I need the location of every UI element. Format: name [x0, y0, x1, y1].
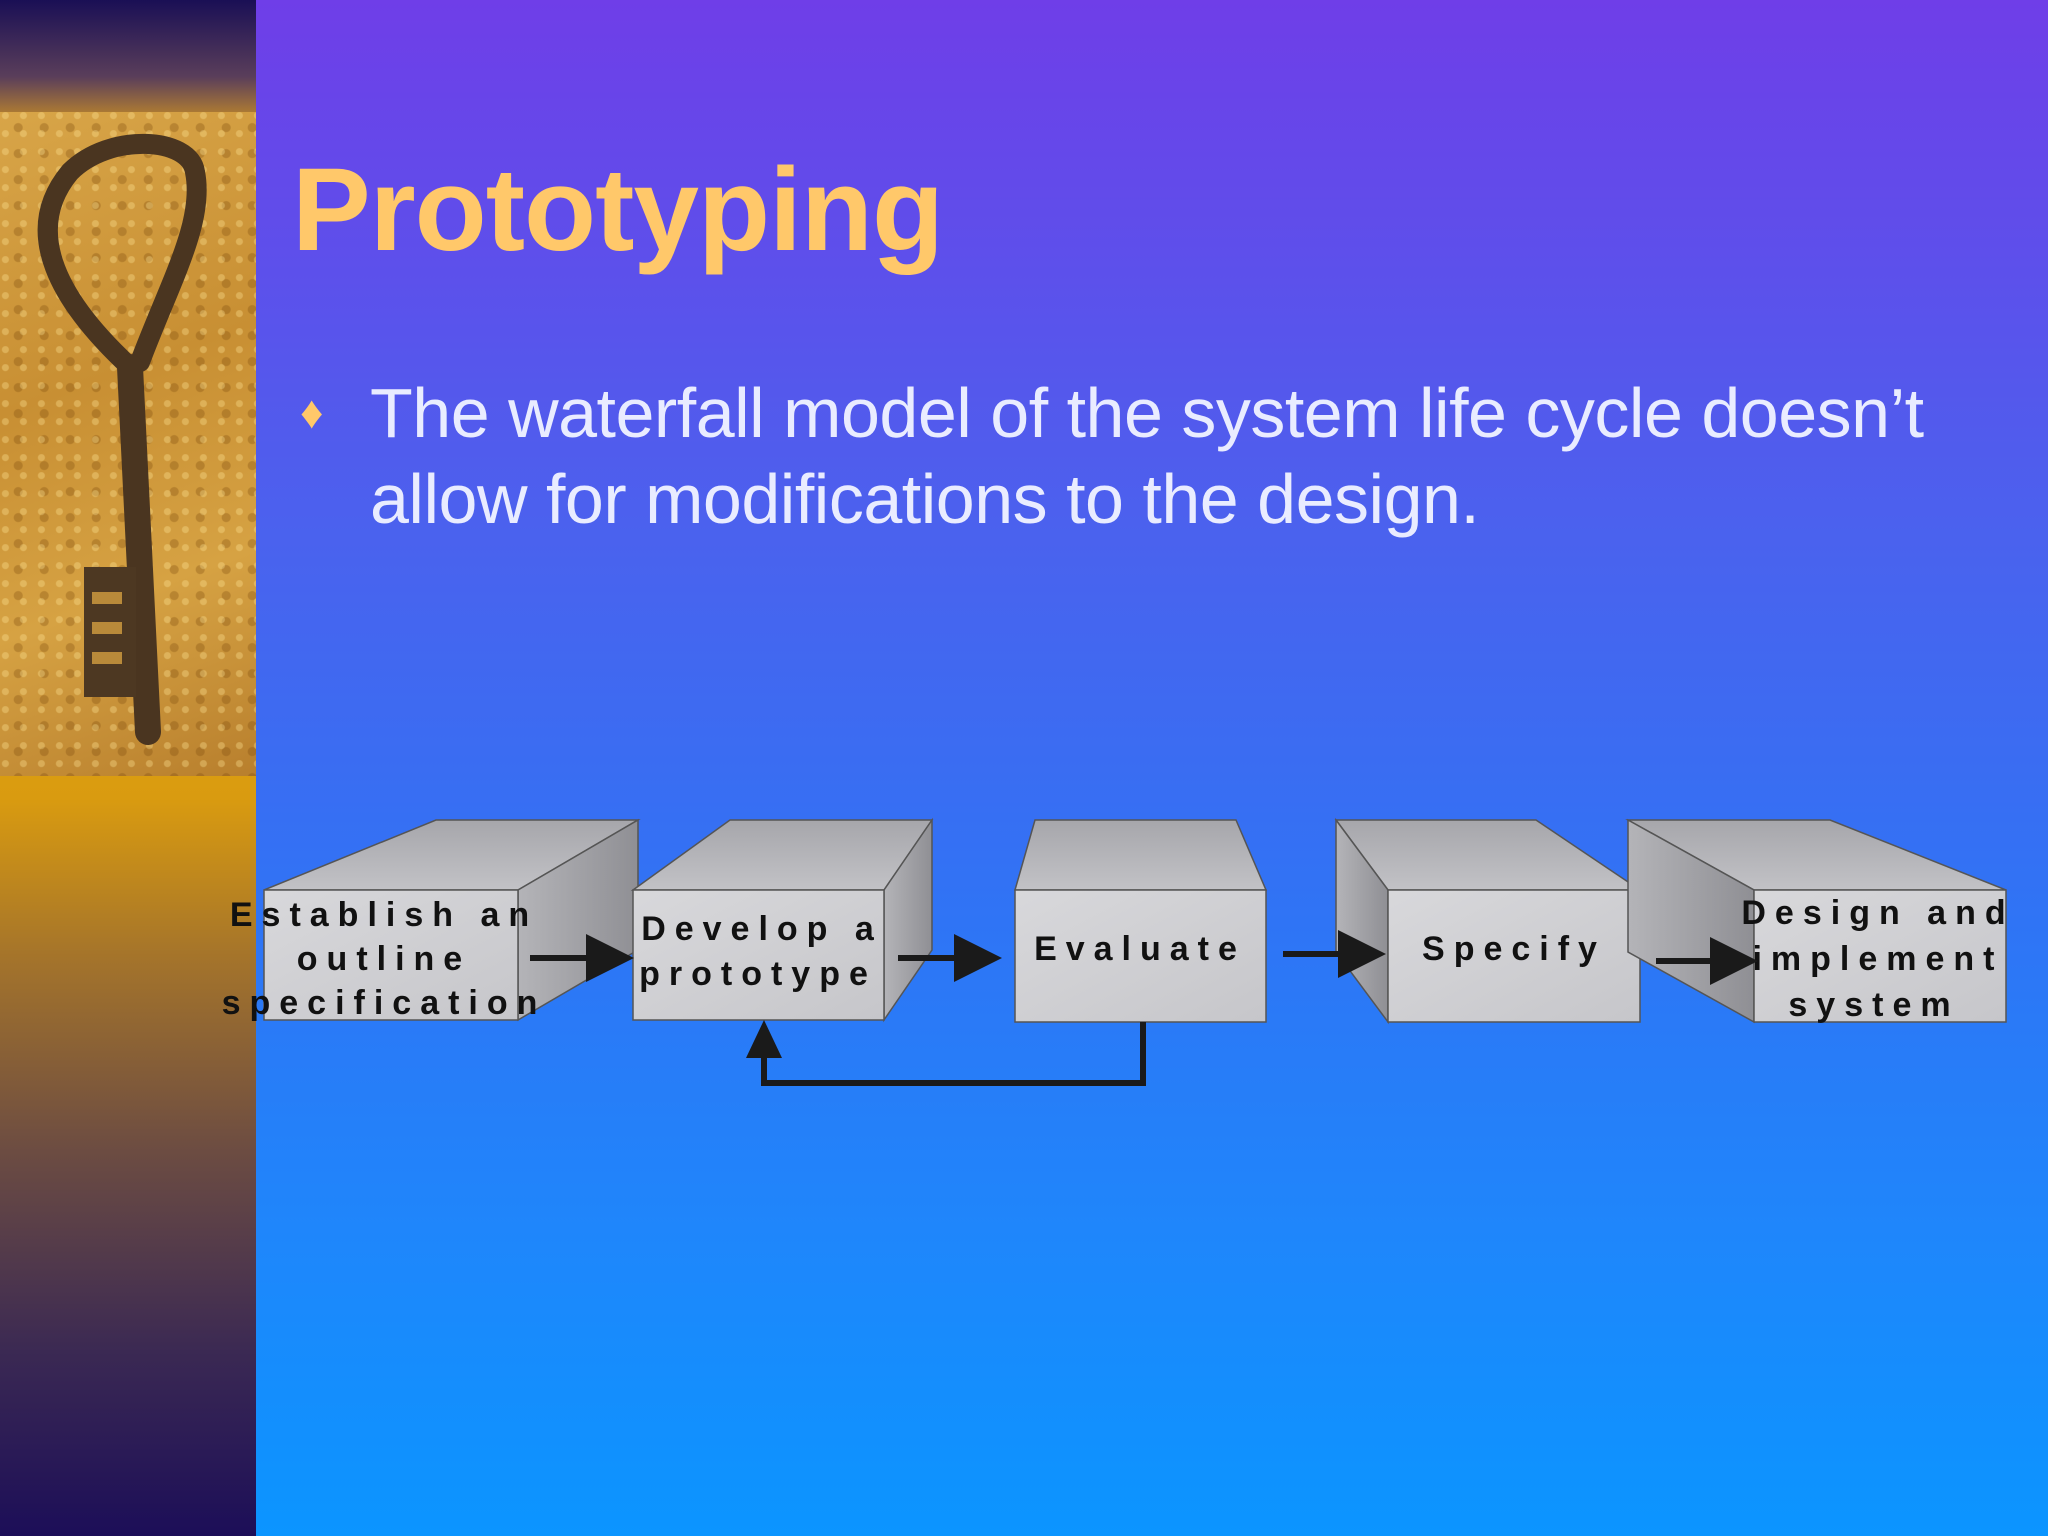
- step-label-establish-line3: specification: [222, 984, 547, 1022]
- slide-title: Prototyping: [292, 144, 944, 276]
- step-label-develop-line2: prototype: [639, 955, 877, 993]
- diamond-bullet-icon: ♦: [300, 386, 324, 438]
- step-label-establish-line2: outline: [297, 940, 471, 978]
- step-label-establish-line1: Establish an: [230, 896, 538, 934]
- step-box-specify: Specify: [1334, 817, 1643, 1025]
- step-label-design-line2: implement: [1752, 940, 2003, 978]
- step-box-develop: Develop a prototype: [630, 817, 934, 1023]
- step-label-design-line3: system: [1788, 986, 1959, 1024]
- arrow-feedback-head: [746, 1020, 782, 1058]
- step-box-design: Design and implement system: [1625, 818, 2014, 1024]
- step-label-evaluate: Evaluate: [1034, 930, 1246, 968]
- key-icon: [37, 133, 207, 745]
- arrow-feedback-evaluate-to-develop: [761, 1022, 1146, 1086]
- key-photo: [0, 112, 256, 776]
- step-label-specify: Specify: [1422, 930, 1606, 968]
- bullet-text: The waterfall model of the system life c…: [370, 374, 1924, 538]
- step-box-establish: Establish an outline specification: [222, 818, 641, 1022]
- step-box-evaluate: Evaluate: [1014, 819, 1268, 1023]
- step-label-design-line1: Design and: [1741, 894, 2014, 932]
- step-label-develop-line1: Develop a: [641, 910, 883, 948]
